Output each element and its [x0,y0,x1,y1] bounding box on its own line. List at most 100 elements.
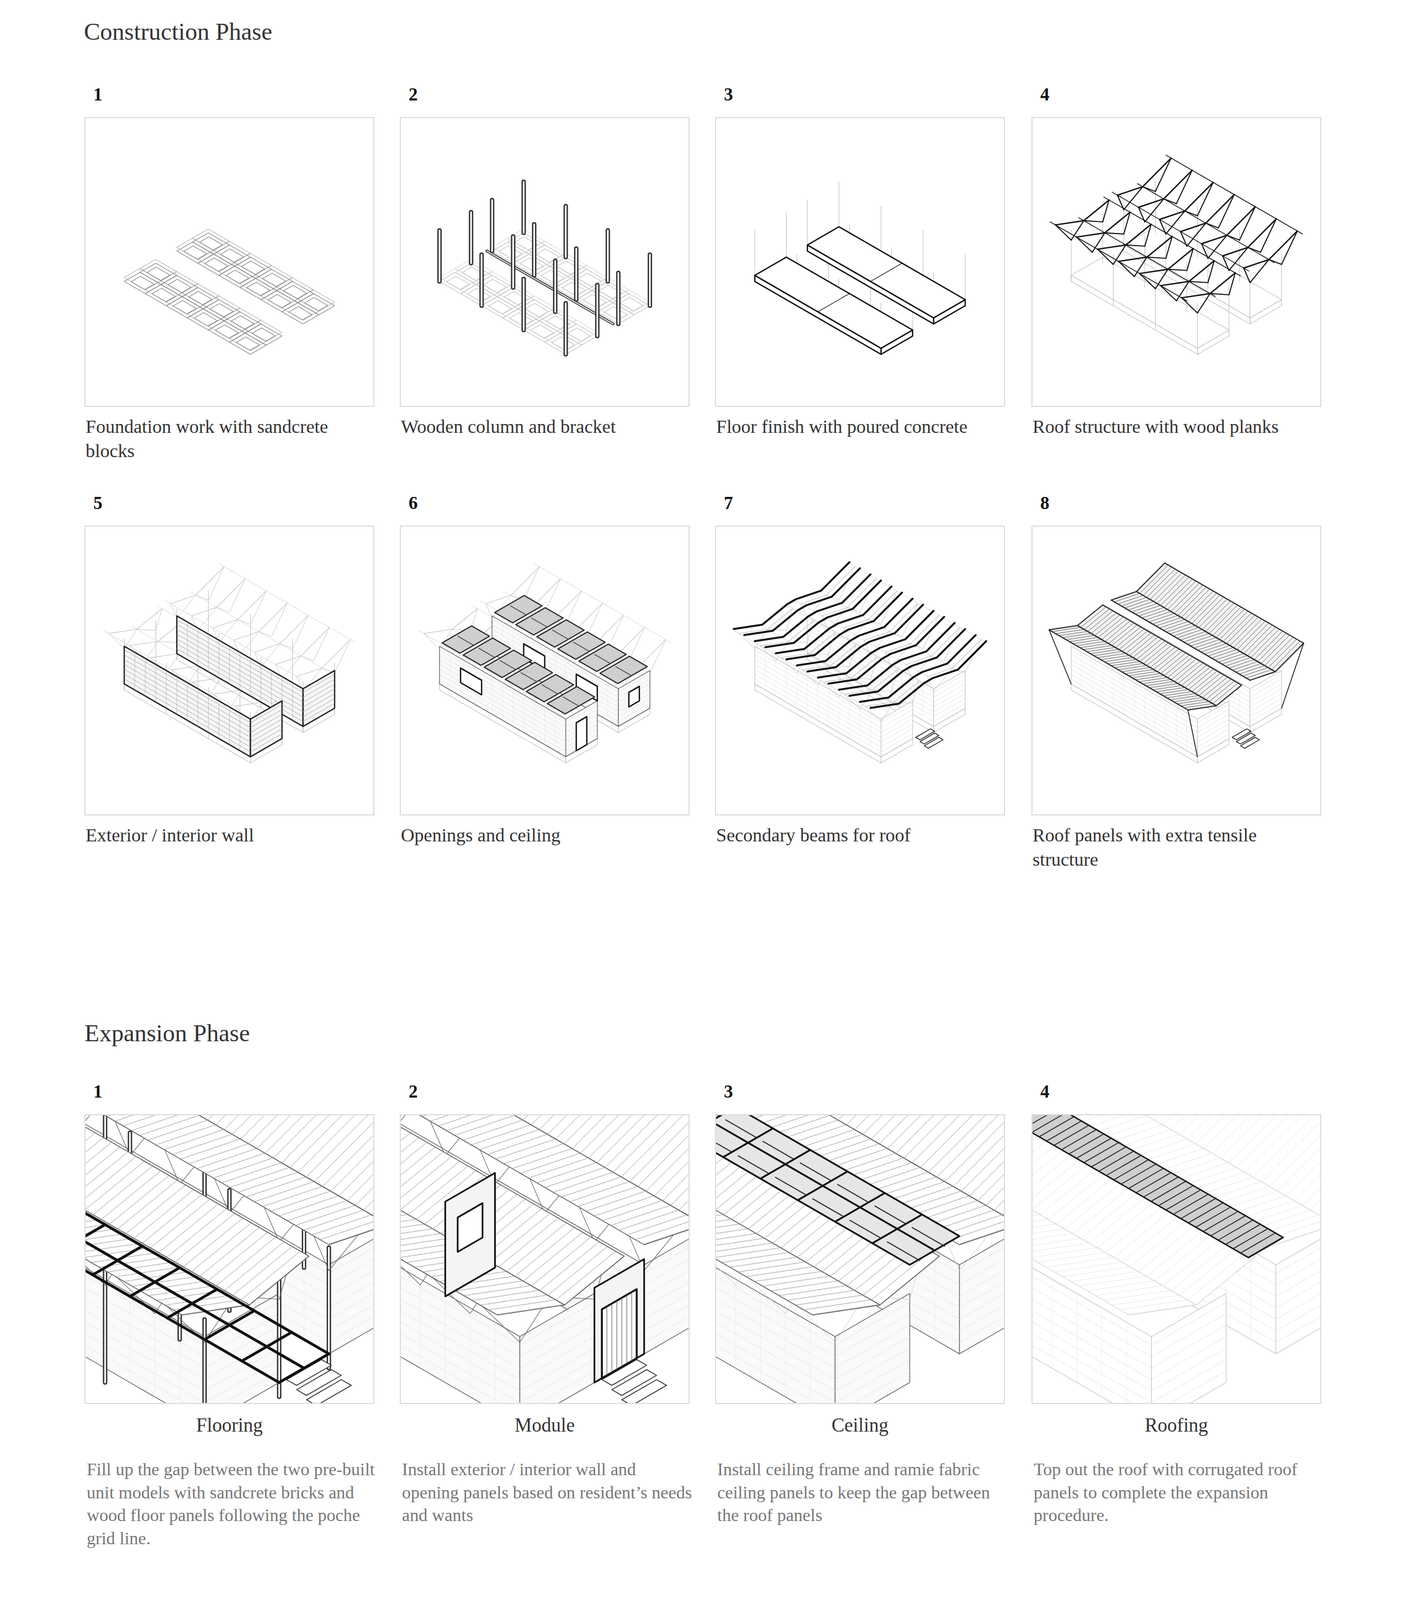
step-panel: 4Roof structure with wood planks [1031,117,1322,407]
drawing-stroke [563,696,580,707]
drawing-stroke [1250,671,1276,680]
step-caption: Exterior / interior wall [85,823,374,848]
drawing-stroke [547,686,595,715]
drawing-stroke [662,1133,689,1201]
drawing-stroke [628,686,640,707]
drawing-stroke [234,253,272,275]
drawing-stroke [182,1304,250,1315]
drawing-stroke [796,670,798,709]
drawing-stroke [1151,1181,1187,1201]
drawing-stroke [261,287,299,309]
drawing-stroke [214,1157,274,1178]
drawing-stroke [1201,206,1256,244]
drawing-stroke [964,254,966,306]
drawing-stroke [1209,680,1235,702]
drawing-stroke [1244,625,1273,654]
drawing-stroke [176,676,178,715]
drawing-stroke [124,654,283,728]
drawing-stroke [124,649,283,723]
drawing-stroke [1137,183,1275,263]
drawing-stroke [521,672,538,682]
drawing-stroke [172,1134,233,1155]
step-panel: 6Openings and ceiling [399,525,690,816]
drawing-stroke [237,619,251,625]
drawing-stroke [292,683,293,721]
drawing-stroke [539,308,577,330]
drawing-stroke [85,1224,105,1254]
drawing-stroke [129,1293,131,1383]
drawing-stroke [189,1143,250,1164]
drawing-stroke [1208,260,1215,283]
drawing-stroke [276,281,314,304]
drawing-stroke [1294,1133,1321,1201]
drawing-stroke [754,230,755,282]
step-caption: Roof panels with extra tensile structure [1032,823,1321,872]
drawing-stroke [141,1281,209,1291]
step-number: 6 [408,494,418,513]
drawing-stroke [155,664,157,703]
drawing-stroke [904,1115,972,1158]
drawing-stroke [1076,641,1105,647]
drawing-stroke [438,1115,499,1126]
drawing-stroke [647,254,653,306]
drawing-stroke [1049,625,1078,631]
drawing-stroke [455,263,493,285]
drawing-stroke [613,1115,681,1173]
drawing-stroke [807,199,808,251]
drawing-stroke [1032,1146,1068,1196]
drawing-stroke [1113,254,1114,306]
drawing-stroke [1198,599,1227,628]
drawing-stroke [870,263,903,282]
drawing-stroke [562,282,586,296]
drawing-stroke [554,260,557,312]
drawing-stroke [478,648,495,658]
drawing-stroke [928,1115,997,1173]
drawing-stroke [1261,634,1290,664]
drawing-stroke [722,1252,790,1263]
drawing-stroke [1192,594,1221,624]
drawing-stroke [810,1322,811,1404]
drawing-stroke [545,1167,606,1188]
drawing-stroke [1155,1115,1223,1120]
drawing-stroke [1046,1257,1115,1268]
drawing-stroke [187,683,188,721]
drawing-stroke [716,1214,724,1225]
drawing-stroke [1167,693,1196,698]
drawing-stroke [170,566,225,604]
drawing-stroke [604,306,628,320]
drawing-stroke [779,1285,848,1296]
drawing-stroke [870,652,871,691]
drawing-stroke [221,1162,282,1183]
drawing-stroke [716,1134,734,1153]
drawing-stroke [212,590,267,628]
drawing-stroke [607,615,624,649]
step-caption: Secondary beams for roof [716,823,1004,848]
drawing-stroke [1104,1290,1172,1301]
drawing-stroke [1275,643,1304,672]
step-panel: 1Foundation work with sandcrete blocks [84,117,375,407]
drawing-stroke [1163,578,1193,608]
drawing-stroke [129,1267,180,1297]
drawing-stroke [1112,1295,1180,1306]
drawing-stroke [924,737,944,749]
drawing-stroke [224,311,262,334]
drawing-stroke [553,260,558,312]
drawing-stroke [1103,197,1241,277]
drawing-stroke [497,283,535,306]
drawing-stroke [1187,705,1216,711]
step-title: Module [400,1412,689,1439]
drawing-stroke [1165,236,1172,259]
drawing-stroke [1249,272,1251,324]
drawing-stroke [1243,230,1298,268]
drawing-stroke [176,619,335,693]
drawing-stroke [297,289,335,312]
drawing-stroke [522,278,525,330]
drawing-stroke [245,324,283,346]
drawing-stroke [1158,1185,1194,1206]
drawing-stroke [555,278,593,300]
drawing-stroke [844,694,861,710]
step-number: 4 [1040,85,1050,104]
drawing-stroke [1218,1219,1254,1240]
drawing-stroke [1150,570,1179,600]
drawing-stroke [1187,248,1194,271]
